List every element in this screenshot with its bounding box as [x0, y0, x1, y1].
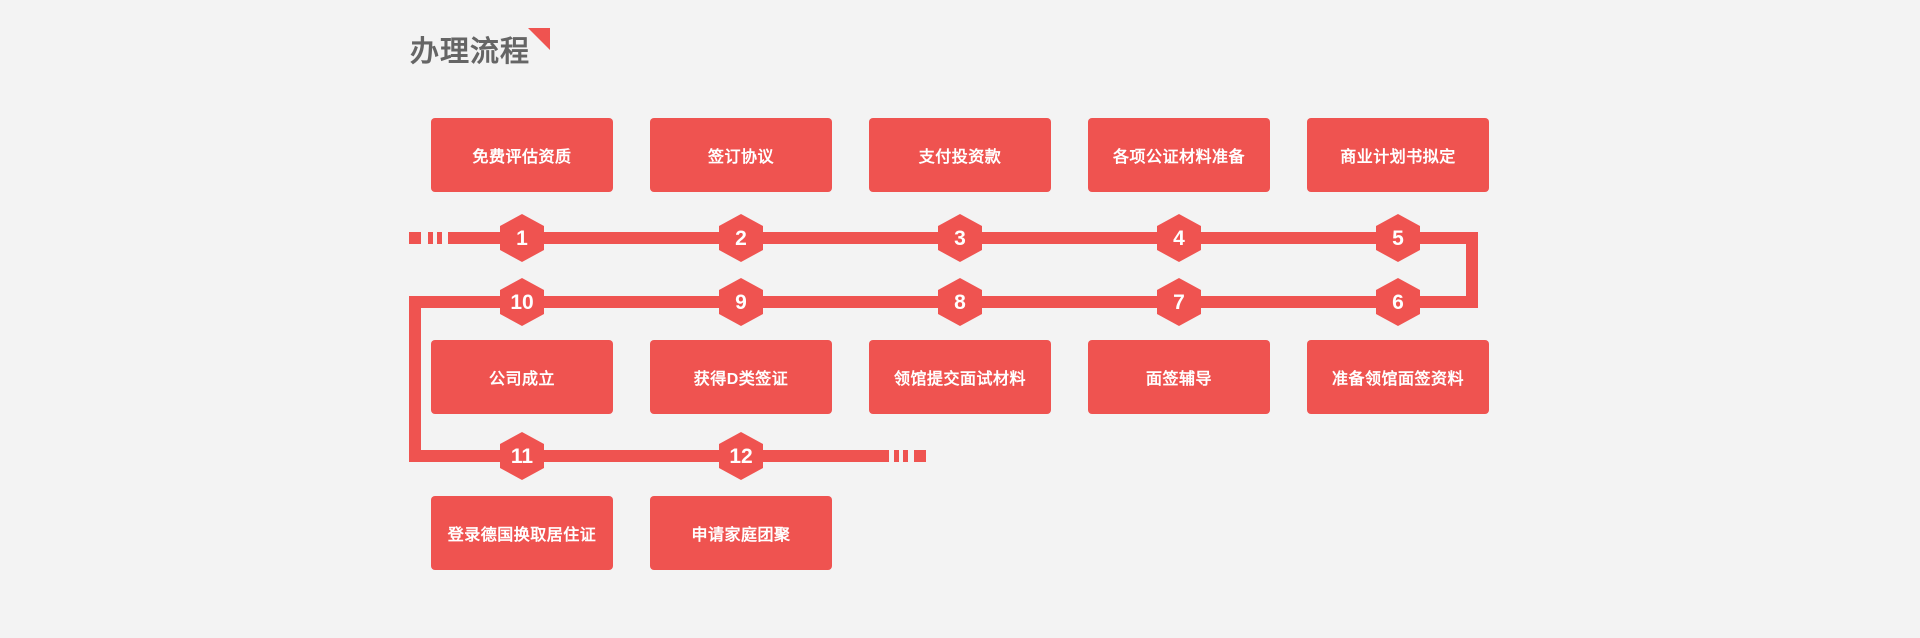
flow-box-step-11[interactable]: 登录德国换取居住证	[431, 496, 613, 570]
flow-box-step-10[interactable]: 公司成立	[431, 340, 613, 414]
flow-node-1[interactable]: 1	[500, 214, 544, 262]
flow-box-step-5[interactable]: 商业计划书拟定	[1307, 118, 1489, 192]
flow-box-step-8[interactable]: 领馆提交面试材料	[869, 340, 1051, 414]
page-title: 办理流程	[410, 28, 551, 72]
flow-box-step-1[interactable]: 免费评估资质	[431, 118, 613, 192]
flow-box-step-4[interactable]: 各项公证材料准备	[1088, 118, 1270, 192]
flow-box-step-12[interactable]: 申请家庭团聚	[650, 496, 832, 570]
title-flag-icon	[528, 28, 551, 50]
flow-node-6[interactable]: 6	[1376, 278, 1420, 326]
flow-node-7[interactable]: 7	[1157, 278, 1201, 326]
track-right-turn-vertical	[1466, 232, 1478, 308]
track-start-cap-square	[409, 232, 421, 244]
flow-box-step-7[interactable]: 面签辅导	[1088, 340, 1270, 414]
flow-node-12[interactable]: 12	[719, 432, 763, 480]
track-left-turn-vertical	[409, 296, 421, 456]
track-start-tick-2	[437, 232, 442, 244]
track-row3-line	[409, 450, 889, 462]
track-end-cap-square	[914, 450, 926, 462]
flow-box-step-3[interactable]: 支付投资款	[869, 118, 1051, 192]
flow-node-3[interactable]: 3	[938, 214, 982, 262]
track-end-tick-1	[894, 450, 899, 462]
flow-node-10[interactable]: 10	[500, 278, 544, 326]
flow-box-step-6[interactable]: 准备领馆面签资料	[1307, 340, 1489, 414]
flow-node-5[interactable]: 5	[1376, 214, 1420, 262]
page-title-text: 办理流程	[410, 36, 531, 68]
flow-box-step-9[interactable]: 获得D类签证	[650, 340, 832, 414]
track-end-tick-2	[903, 450, 908, 462]
flow-node-2[interactable]: 2	[719, 214, 763, 262]
flow-node-4[interactable]: 4	[1157, 214, 1201, 262]
flow-box-step-2[interactable]: 签订协议	[650, 118, 832, 192]
flow-node-11[interactable]: 11	[500, 432, 544, 480]
flow-node-9[interactable]: 9	[719, 278, 763, 326]
track-start-tick-1	[428, 232, 433, 244]
flow-node-8[interactable]: 8	[938, 278, 982, 326]
